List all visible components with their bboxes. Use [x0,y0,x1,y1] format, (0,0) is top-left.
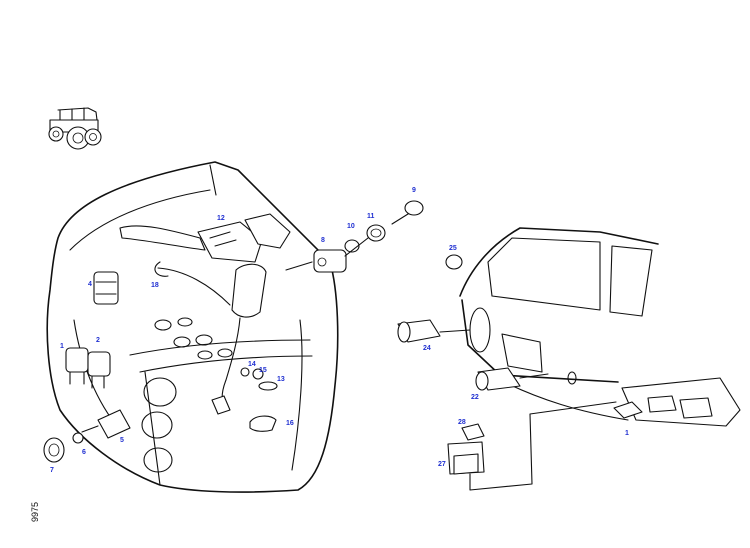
callout-18: 18 [151,282,159,289]
callout-4: 4 [88,281,92,288]
cab-switches [397,254,549,391]
warning-switch-and-panel [447,377,741,491]
tractor-icon [48,107,102,150]
dashboard-housing [46,161,339,493]
small-parts [240,367,278,432]
callout-16: 16 [286,420,294,427]
callout-28: 28 [458,419,466,426]
cab-side-panel [459,227,659,421]
callout-15: 15 [259,367,267,374]
column-switch-assembly [119,213,291,415]
callout-8: 8 [321,237,325,244]
callout-10: 10 [347,223,355,230]
callout-12: 12 [217,215,225,222]
callout-9: 9 [412,187,416,194]
callout-24: 24 [423,345,431,352]
callout-5: 5 [120,437,124,444]
callout-7: 7 [50,467,54,474]
callout-1b: 1 [625,430,629,437]
callout-22: 22 [471,394,479,401]
callout-6: 6 [82,449,86,456]
callout-27: 27 [438,461,446,468]
ignition-switch [285,200,424,273]
callout-1: 1 [60,343,64,350]
drawing-number: 9975 [30,502,40,522]
callout-14: 14 [248,361,256,368]
lower-left-components [43,409,131,463]
callout-2: 2 [96,337,100,344]
rocker-switches [65,271,119,389]
callout-11: 11 [367,213,375,220]
callout-13: 13 [277,376,285,383]
callout-25: 25 [449,245,457,252]
callout-labels: 1 2 4 5 6 7 8 9 10 11 12 13 14 15 16 18 … [50,187,629,474]
